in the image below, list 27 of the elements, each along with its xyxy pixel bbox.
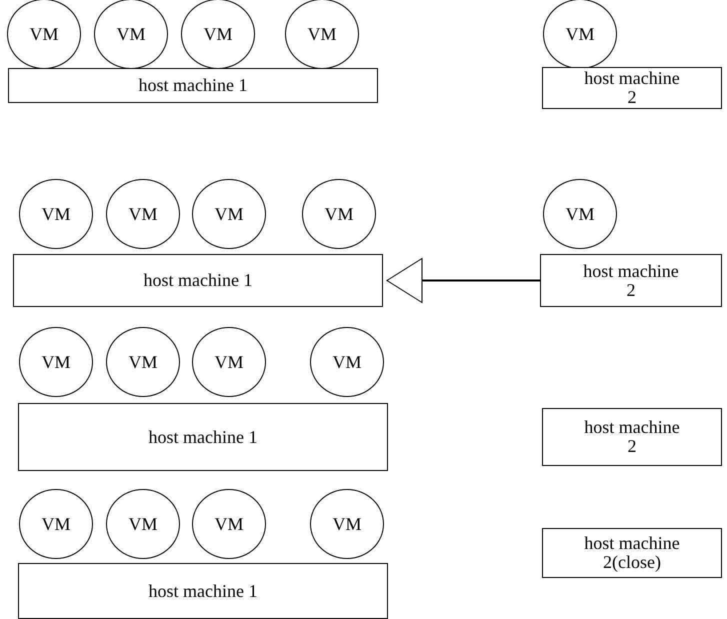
host-box: host machine 1 <box>18 563 388 619</box>
vm-circle: VM <box>7 0 81 69</box>
vm-circle: VM <box>302 179 376 249</box>
vm-circle: VM <box>192 179 266 249</box>
vm-circle: VM <box>19 489 93 559</box>
vm-circle: VM <box>310 489 384 559</box>
vm-circle: VM <box>192 327 266 397</box>
host-box: host machine 2 <box>542 408 722 466</box>
vm-circle: VM <box>19 327 93 397</box>
block-arrow <box>386 258 540 303</box>
host-box: host machine 1 <box>8 68 378 103</box>
vm-circle: VM <box>310 327 384 397</box>
vm-circle: VM <box>285 0 359 69</box>
vm-circle: VM <box>106 489 180 559</box>
host-box: host machine 1 <box>13 254 383 307</box>
vm-circle: VM <box>19 179 93 249</box>
vm-circle: VM <box>543 0 617 69</box>
vm-circle: VM <box>94 0 168 69</box>
host-box: host machine 2 <box>540 254 722 307</box>
vm-circle: VM <box>181 0 255 69</box>
vm-circle: VM <box>106 327 180 397</box>
vm-circle: VM <box>106 179 180 249</box>
host-box: host machine 2 <box>542 67 722 109</box>
host-box: host machine 1 <box>18 403 388 471</box>
host-box: host machine 2(close) <box>542 528 722 578</box>
vm-circle: VM <box>543 179 617 249</box>
vm-circle: VM <box>192 489 266 559</box>
